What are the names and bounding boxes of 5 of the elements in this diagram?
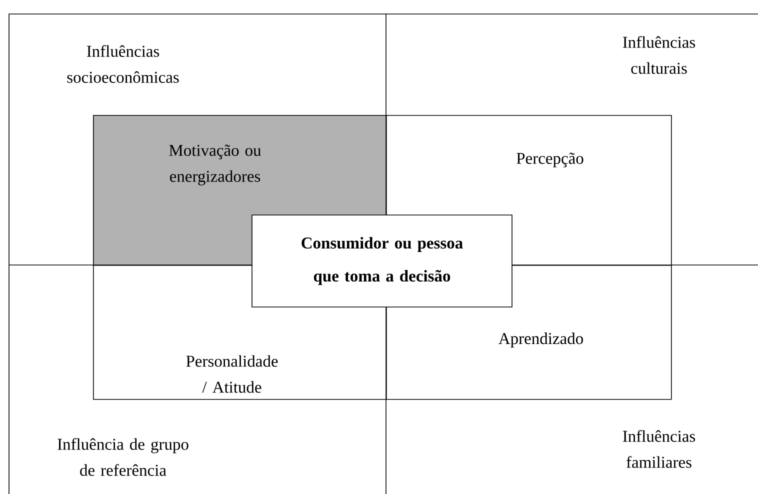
decision-maker-box: Consumidor ou pessoa que toma a decisão bbox=[252, 214, 512, 308]
influence-label: Influências culturais bbox=[622, 36, 696, 74]
influence-label: Influências familiares bbox=[622, 430, 696, 468]
influence-label: Influência de grupo de referência bbox=[58, 438, 188, 476]
influence-label: Influências socioeconômicas bbox=[67, 45, 179, 83]
